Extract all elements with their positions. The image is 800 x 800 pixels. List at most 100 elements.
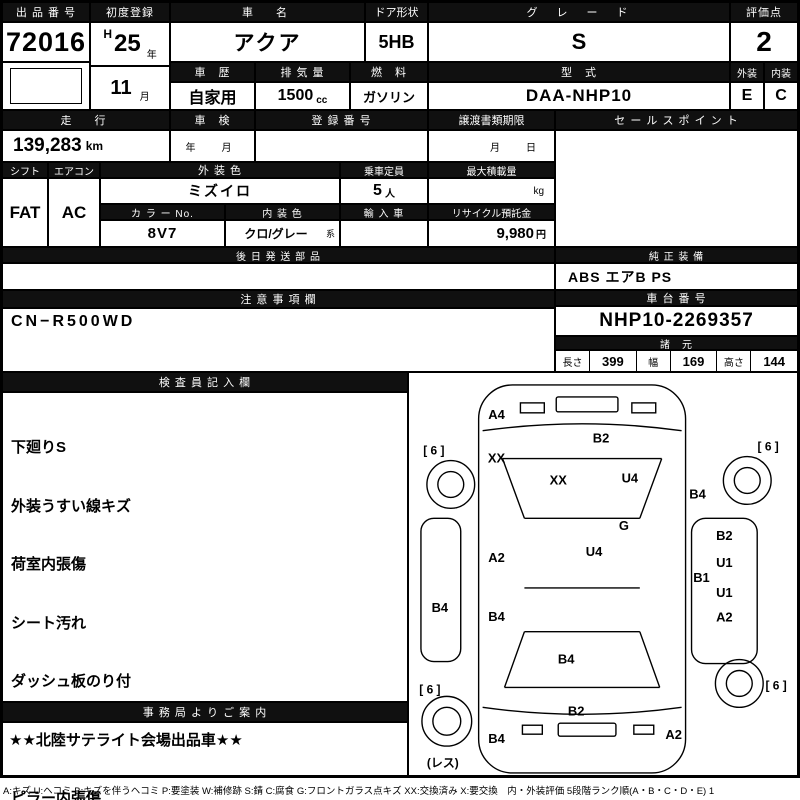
inspection-value: 年 月 [170,130,255,162]
damage-mark: B2 [716,528,733,543]
registration-no-header: 登 録 番 号 [255,110,428,130]
front-light-right [631,402,657,414]
capacity-value: 5 [373,182,382,199]
aircon-value: AC [48,178,100,247]
inspection-header: 車 検 [170,110,255,130]
damage-mark: B2 [568,703,585,718]
inspector-note: ピラー内張傷 [11,790,102,800]
car-damage-diagram: A4 B2 XX XX U4 B4 G B2 A2 U4 U1 B1 U1 B4… [419,384,787,774]
height-label: 高さ [717,351,752,371]
office-announcement: ★★北陸サテライト会場出品車★★ [2,722,408,777]
specs-row: 長さ 399 幅 169 高さ 144 [555,350,798,372]
first-reg-year: 25 [113,30,141,57]
office-header: 事 務 局 よ り ご 案 内 [2,702,408,722]
exterior-score-value: E [730,82,764,110]
displacement-value: 1500 [277,87,314,104]
recycle-deposit-header: リサイクル預託金 [428,204,555,220]
door-shape-value: 5HB [365,22,428,62]
equipment-value: ABS エアB PS [555,263,798,290]
damage-mark: U1 [716,555,733,570]
damage-mark: A4 [488,407,505,422]
height-value: 144 [763,353,786,369]
fuel-value: ガソリン [350,82,428,110]
left-side-panel [420,517,462,663]
first-reg-header: 初度登録 [90,2,170,22]
sales-point-header: セ ー ル ス ポ イ ン ト [555,110,798,130]
windshield [501,457,663,519]
registration-no-value [255,130,428,162]
front-light-left [519,402,545,414]
auction-no-header: 出 品 番 号 [2,2,90,22]
max-load-unit: kg [533,185,544,197]
chassis-no-header: 車 台 番 号 [555,290,798,306]
inspector-note: 外装うすい線キズ [11,497,132,515]
exterior-color-value: ミズイロ [100,178,340,204]
specs-header: 諸 元 [555,336,798,351]
interior-color-header: 内 装 色 [225,204,340,220]
first-reg-month-cell: 11 月 [90,66,170,110]
rear-window [503,631,661,689]
damage-mark: B1 [693,570,710,585]
recycle-deposit-value: 9,980 [496,225,534,242]
car-name-header: 車 名 [170,2,365,22]
car-body-outline [477,384,687,774]
first-reg-year-unit: 年 [146,50,157,61]
right-side-panel [690,517,758,665]
damage-mark: XX [550,472,568,487]
damage-mark: B4 [488,609,505,624]
damage-mark: A2 [716,610,733,625]
caution-header: 注 意 事 項 欄 [2,290,555,308]
car-name-value: アクア [170,22,365,62]
inspector-notes-box: 下廻りS 外装うすい線キズ 荷室内張傷 シート汚れ ダッシュ板のり付 ドア内張傷… [2,392,408,800]
damage-mark: XX [488,451,506,466]
max-load-cell: kg [428,178,555,204]
import-car-header: 輸 入 車 [340,204,428,220]
transfer-deadline-header: 譲渡書類期限 [428,110,555,130]
wheel-rear-left [421,695,473,747]
rear-license-plate [557,722,617,737]
recycle-deposit-cell: 9,980 円 [428,220,555,247]
grade-header: グ レ ー ド [428,2,730,22]
grade-value: S [428,22,730,62]
legend-footer: A:キズ U:ヘコミ B:キズを伴うヘコミ P:要塗装 W:補修跡 S:錆 C:… [3,785,715,797]
tire-depth-mark: [ 6 ] [758,440,779,454]
wheel-front-left-hub [437,470,465,499]
recycle-deposit-unit: 円 [536,230,546,241]
caution-value: CN−R500WD [2,308,555,372]
interior-color-value: クロ/グレー [244,227,308,241]
interior-color-cell: クロ/グレー 系 [225,220,340,247]
wheel-cap-note: (レス) [427,756,459,770]
inspector-note: ダッシュ板のり付 [11,673,132,690]
fuel-header: 燃 料 [350,62,428,82]
damage-mark: G [619,518,629,533]
model-code-header: 型 式 [428,62,730,82]
exterior-score-header: 外装 [730,62,764,82]
inspector-note: 荷室内張傷 [11,556,87,573]
front-license-plate [555,396,619,413]
rear-bumper-line [482,706,682,715]
later-parts-header: 後 日 発 送 部 品 [2,247,555,263]
history-value: 自家用 [170,82,255,110]
capacity-unit: 人 [384,189,395,200]
mileage-value: 139,283 [13,135,82,156]
capacity-value-cell: 5 人 [340,178,428,204]
damage-mark: U1 [716,585,733,600]
score-value: 2 [730,22,798,62]
interior-score-header: 内装 [764,62,798,82]
damage-mark: U4 [586,544,603,559]
shift-header: シフト [2,162,48,178]
damage-mark: B4 [689,486,706,501]
tire-depth-mark: [ 6 ] [419,682,440,696]
inspector-notes-header: 検 査 員 記 入 欄 [2,372,408,392]
mileage-unit: km [85,139,104,153]
auction-no-value: 72016 [2,22,90,62]
damage-mark: B2 [593,431,610,446]
length-value: 399 [590,351,637,371]
import-car-value [340,220,428,247]
stamp-box [10,68,82,104]
first-reg-year-cell: H 25 年 [90,22,170,66]
chassis-no-value: NHP10-2269357 [555,306,798,336]
mileage-header: 走 行 [2,110,170,130]
interior-color-unit: 系 [325,229,335,239]
